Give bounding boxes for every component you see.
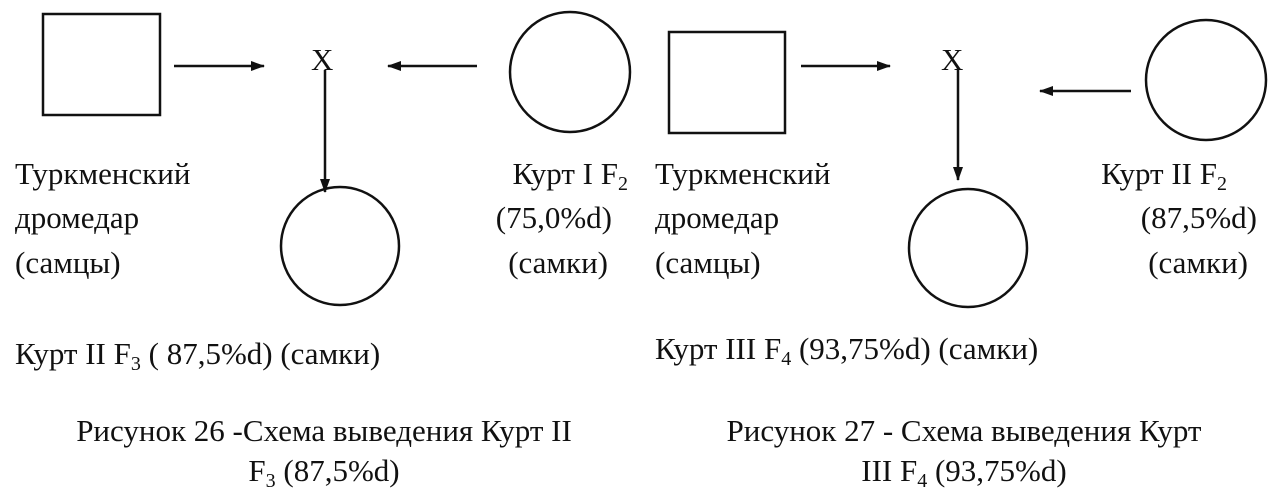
left-male-label-2: дромедар bbox=[15, 200, 140, 235]
left-female-circle bbox=[508, 10, 632, 134]
left-offspring-label: Курт II F3 ( 87,5%d) (самки) bbox=[15, 336, 381, 375]
left-offspring-circle bbox=[279, 185, 401, 307]
left-female-percent: (75,0%d) bbox=[495, 200, 612, 235]
left-male-label-1: Туркменский bbox=[15, 156, 191, 191]
right-caption-line-2: III F4 (93,75%d) bbox=[861, 453, 1067, 492]
right-caption-line-1: Рисунок 27 - Схема выведения Курт bbox=[726, 413, 1202, 448]
right-male-label-3: (самцы) bbox=[655, 245, 761, 280]
right-male-square bbox=[667, 30, 787, 135]
left-female-sex: (самки) bbox=[508, 245, 608, 280]
right-cross-symbol: X bbox=[941, 42, 964, 77]
right-male-label-1: Туркменский bbox=[655, 156, 831, 191]
left-male-square bbox=[41, 12, 162, 117]
right-offspring-circle bbox=[907, 187, 1029, 309]
right-female-name: Курт II F2 bbox=[1101, 156, 1227, 195]
right-female-sex: (самки) bbox=[1148, 245, 1248, 280]
left-cross-symbol: X bbox=[311, 42, 334, 77]
left-male-label-3: (самцы) bbox=[15, 245, 121, 280]
right-female-circle bbox=[1144, 18, 1268, 142]
right-female-percent: (87,5%d) bbox=[1140, 200, 1257, 235]
left-female-name: Курт I F2 bbox=[512, 156, 628, 195]
right-male-label-2: дромедар bbox=[655, 200, 780, 235]
right-offspring-label: Курт III F4 (93,75%d) (самки) bbox=[655, 331, 1039, 370]
left-caption-line-2: F3 (87,5%d) bbox=[248, 453, 400, 492]
left-caption-line-1: Рисунок 26 -Схема выведения Курт II bbox=[76, 413, 572, 448]
